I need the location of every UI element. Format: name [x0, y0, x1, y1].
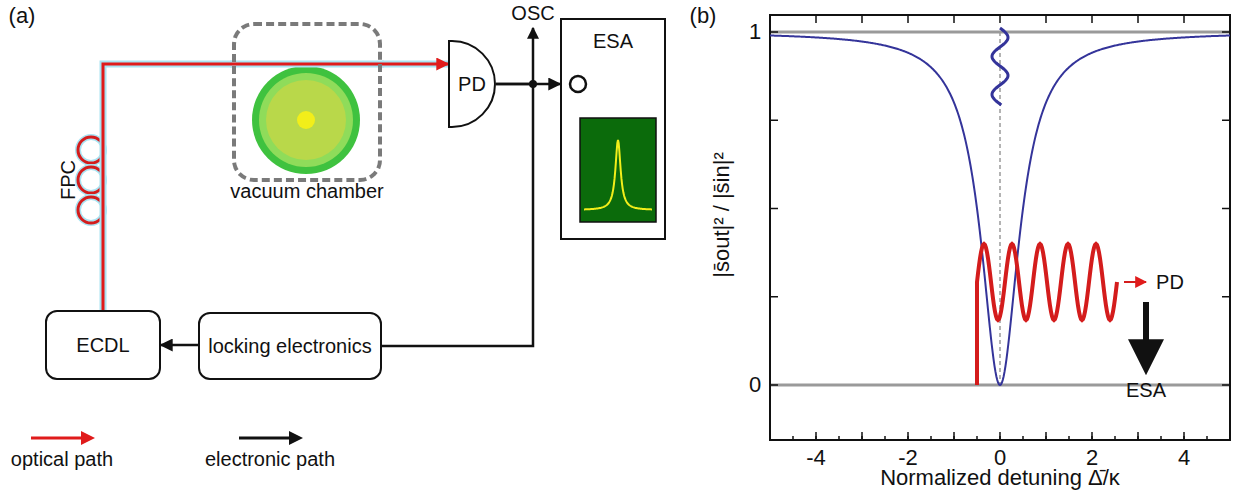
node-label: ECDL	[76, 334, 129, 357]
component-name: FPC	[57, 160, 79, 200]
axis-title: Normalized detuning Δ̄/κ	[880, 466, 1120, 490]
panel-letter: (b)	[690, 4, 717, 28]
legend-label: electronic path	[205, 448, 335, 471]
transmission-curve	[770, 35, 1230, 385]
pd-arrow	[1124, 281, 1146, 283]
legend-sample	[27, 428, 97, 448]
legend-label: optical path	[11, 448, 113, 471]
microresonator	[252, 66, 360, 174]
plot-frame	[770, 15, 1230, 440]
optical-legend: optical path	[0, 428, 142, 471]
fiber-cladding	[230, 61, 384, 68]
osc-lead	[532, 28, 535, 84]
tick-label: -4	[806, 446, 826, 470]
node-label: locking electronics	[208, 335, 371, 358]
analyzer-panel	[562, 20, 664, 238]
spectrum-analyzer: ESA	[560, 18, 666, 240]
fiber-cladding	[382, 61, 448, 68]
photodetector: PD	[448, 40, 496, 128]
electronics-box: locking electronics	[198, 312, 382, 380]
laser-modulation	[977, 244, 1117, 385]
optical-fiber	[382, 63, 448, 66]
signal-wire	[161, 344, 198, 347]
fiber	[230, 63, 384, 66]
fiber-cladding	[103, 64, 232, 310]
electronic-legend: electronic path	[190, 428, 350, 471]
signal-name: PD	[1156, 271, 1184, 293]
axis-title: |s̄out|² / |s̄in|²	[710, 152, 734, 278]
signal-name: ESA	[1126, 379, 1166, 401]
optical-fiber	[103, 64, 232, 310]
node-label: PD	[458, 73, 486, 96]
output-name: OSC	[511, 2, 554, 24]
tick-label: 0	[749, 373, 761, 397]
node-label: ESA	[593, 30, 633, 53]
vacuum-chamber: vacuum chamber	[232, 22, 382, 182]
tick-label: 1	[749, 20, 761, 44]
output-modulation	[992, 28, 1008, 105]
panel-letter: (a)	[9, 4, 36, 28]
transmission-plot	[770, 15, 1230, 440]
node-label: vacuum chamber	[230, 180, 383, 203]
legend-sample	[235, 428, 305, 448]
axis-ticks	[770, 15, 1230, 440]
esa-arrow	[1143, 302, 1149, 368]
tick-label: 4	[1178, 446, 1190, 470]
laser-box: ECDL	[45, 310, 161, 380]
